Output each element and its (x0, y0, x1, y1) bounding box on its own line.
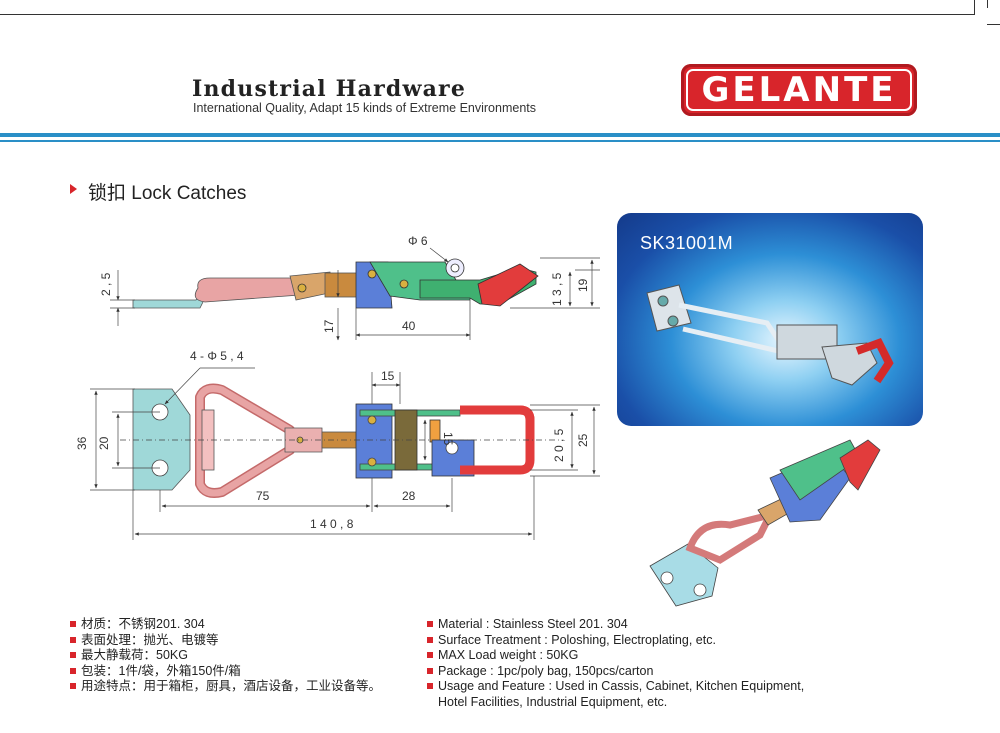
section-title: 锁扣 Lock Catches (88, 183, 247, 204)
side-view-drawing (132, 258, 539, 309)
bullet-icon (70, 621, 76, 627)
spec-en-load: MAX Load weight : 50KG (427, 648, 804, 664)
dim-40: 40 (402, 319, 416, 333)
bullet-icon (427, 667, 433, 674)
dim-36: 36 (75, 436, 89, 450)
section-arrow-icon (70, 184, 77, 194)
product-photo (617, 213, 923, 426)
logo-text: GELANTE (701, 70, 897, 110)
dim-15-vertical: 15 (441, 432, 455, 446)
spec-en-usage-cont: Hotel Facilities, Industrial Equipment, … (438, 694, 668, 709)
gelante-logo: GELANTE (681, 64, 917, 116)
spec-cn-usage: 用途特点：用于箱柜，厨具，酒店设备，工业设备等。 (70, 679, 381, 695)
crop-mark (974, 0, 975, 14)
dim-28: 28 (402, 489, 416, 503)
bullet-icon (427, 621, 433, 627)
header-divider-line (0, 140, 1000, 142)
dim-140-8: 1 4 0 , 8 (310, 517, 354, 531)
bullet-icon (427, 652, 433, 658)
header-divider-band (0, 133, 1000, 137)
brand-subtitle: International Quality, Adapt 15 kinds of… (193, 101, 537, 115)
top-border-line (0, 14, 975, 15)
spec-en-package: Package : 1pc/poly bag, 150pcs/carton (427, 664, 804, 680)
bullet-icon (70, 652, 76, 658)
dim-d6: Φ 6 (408, 234, 428, 248)
crop-mark (987, 0, 988, 8)
crop-mark (987, 24, 1000, 25)
bullet-icon (70, 636, 76, 643)
dim-2-5: 2 , 5 (99, 272, 113, 296)
spec-en-material: Material : Stainless Steel 201. 304 (427, 617, 804, 633)
spec-cn-material: 材质：不锈钢201. 304 (70, 617, 381, 633)
dim-20: 20 (97, 436, 111, 450)
bullet-icon (70, 667, 76, 674)
dim-75: 75 (256, 489, 270, 503)
dim-15: 15 (381, 369, 395, 383)
spec-cn-package: 包装：1件/袋，外箱150件/箱 (70, 664, 381, 680)
dim-13-5: 1 3 , 5 (550, 272, 564, 306)
spec-en-surface: Surface Treatment : Poloshing, Electropl… (427, 633, 804, 649)
dim-19: 19 (576, 278, 590, 292)
dim-25: 25 (576, 433, 590, 447)
dim-20-5: 2 0 , 5 (552, 428, 566, 462)
bullet-icon (427, 636, 433, 643)
spec-en-usage: Usage and Feature : Used in Cassis, Cabi… (427, 679, 804, 695)
photo-latch-illustration (646, 284, 894, 386)
top-view-drawing (132, 383, 535, 498)
product-model: SK31001M (640, 233, 734, 253)
brand-title: Industrial Hardware (192, 76, 467, 102)
dim-17: 17 (322, 319, 336, 333)
dim-holes: 4 - Φ 5 , 4 (190, 349, 244, 363)
specs-chinese: 材质：不锈钢201. 304 表面处理：抛光、电镀等 最大静载荷：50KG 包装… (70, 617, 381, 695)
bullet-icon (70, 683, 76, 689)
specs-english: Material : Stainless Steel 201. 304 Surf… (427, 617, 804, 710)
bullet-icon (427, 683, 433, 689)
spec-cn-surface: 表面处理：抛光、电镀等 (70, 633, 381, 649)
product-render-3d (649, 439, 881, 607)
spec-cn-load: 最大静载荷：50KG (70, 648, 381, 664)
